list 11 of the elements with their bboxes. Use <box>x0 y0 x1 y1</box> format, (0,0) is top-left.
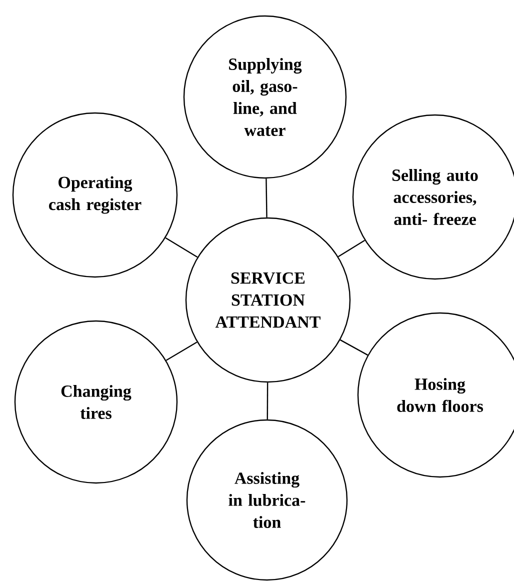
circle-node: Operating cash register <box>12 112 178 278</box>
connector-line <box>166 342 198 361</box>
circle-node: Supplying oil, gaso- line, and water <box>183 15 347 179</box>
connector-line <box>266 178 268 218</box>
connector-line <box>266 382 268 420</box>
connector-line <box>165 237 198 258</box>
connector-line <box>340 339 368 356</box>
circle-node: Assisting in lubrica- tion <box>186 419 348 581</box>
circle-node: SERVICE STATION ATTENDANT <box>185 217 351 383</box>
connector-line <box>338 240 366 258</box>
circle-node: Changing tires <box>14 320 178 484</box>
